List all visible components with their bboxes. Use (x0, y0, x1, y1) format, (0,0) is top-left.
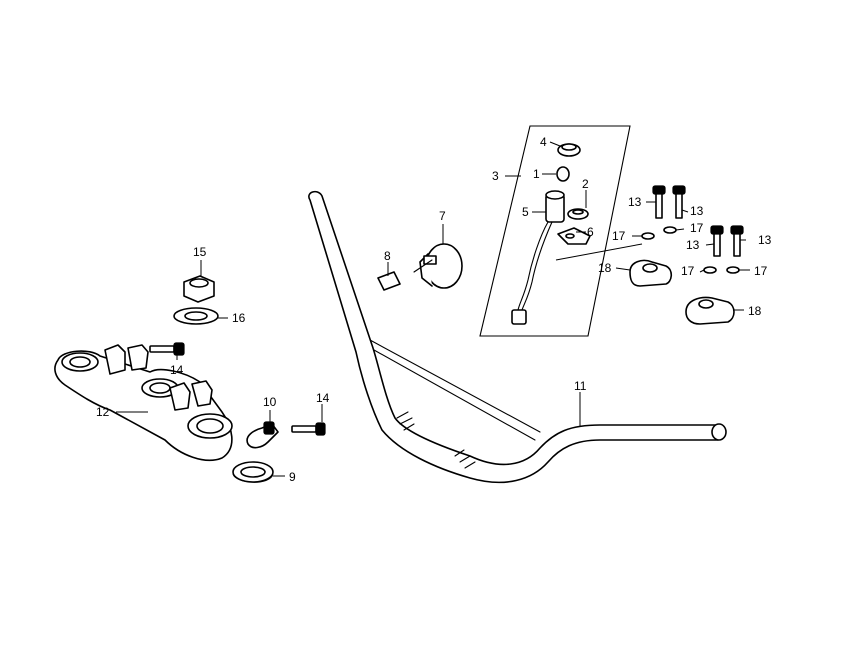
callout-11: 11 (574, 379, 587, 393)
callout-12: 12 (96, 405, 110, 419)
handlebar (308, 190, 727, 484)
cable-clamp (246, 421, 279, 449)
callout-18-a: 18 (598, 261, 612, 275)
callout-1: 1 (533, 167, 540, 181)
ring (567, 208, 589, 220)
bolt-clamp (291, 422, 326, 436)
lower-holder (685, 296, 735, 325)
callout-14-right: 14 (316, 391, 330, 405)
callout-7: 7 (439, 209, 446, 223)
callout-17-a: 17 (612, 229, 626, 243)
callout-14-left: 14 (170, 363, 184, 377)
stem-washer (173, 307, 219, 325)
bolt-bridge (149, 342, 185, 356)
switch-kit-box (479, 125, 631, 337)
callout-15: 15 (193, 245, 207, 259)
callout-4: 4 (540, 135, 547, 149)
callout-13-a: 13 (628, 195, 642, 209)
callout-17-c: 17 (681, 264, 695, 278)
callout-9: 9 (289, 470, 296, 484)
small-clip (377, 271, 401, 291)
leader-lines (116, 141, 750, 477)
upper-holder (629, 259, 673, 287)
stem-nut (183, 275, 215, 303)
callout-16: 16 (232, 311, 246, 325)
callout-5: 5 (522, 205, 529, 219)
bulb (556, 166, 570, 182)
callout-8: 8 (384, 249, 391, 263)
upper-holder-bolts (652, 185, 744, 257)
seal (232, 461, 274, 483)
callout-2: 2 (582, 177, 589, 191)
bracket-leader (555, 243, 643, 261)
bracket (557, 227, 591, 245)
switch-housing (413, 243, 463, 289)
callout-18-b: 18 (748, 304, 762, 318)
callout-17-d: 17 (754, 264, 768, 278)
callout-6: 6 (587, 225, 594, 239)
callout-3: 3 (492, 169, 499, 183)
callout-labels: 4 1 3 2 5 6 7 8 11 12 14 14 10 9 15 16 1… (96, 135, 772, 484)
socket (511, 190, 565, 325)
callout-13-c: 13 (686, 238, 700, 252)
top-bridge (54, 344, 233, 462)
callout-10: 10 (263, 395, 277, 409)
callout-13-b: 13 (690, 204, 704, 218)
callout-13-d: 13 (758, 233, 772, 247)
callout-17-b: 17 (690, 221, 704, 235)
switch-cap (557, 143, 581, 157)
